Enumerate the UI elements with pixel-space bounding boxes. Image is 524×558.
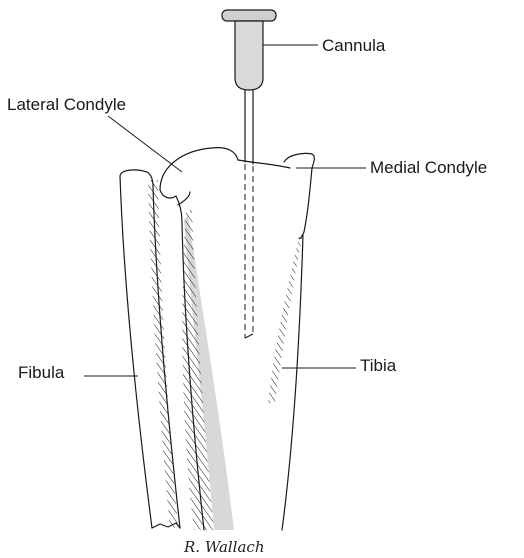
lateral-condyle-label: Lateral Condyle xyxy=(7,95,126,114)
cannula-cap xyxy=(222,10,276,21)
cannula-device xyxy=(222,10,276,338)
medial-hatching xyxy=(262,232,307,407)
fibula-hatching xyxy=(140,175,185,535)
fibula-label: Fibula xyxy=(18,363,65,382)
cannula-hub xyxy=(235,21,263,90)
tibia-bone xyxy=(160,148,314,535)
medial-condyle-label: Medial Condyle xyxy=(370,158,487,177)
tibia-label: Tibia xyxy=(360,356,397,375)
fibula-bone xyxy=(120,170,185,535)
lateral-condyle-leader xyxy=(108,116,182,172)
artist-signature: R. Wallach xyxy=(183,538,265,556)
cannula-label: Cannula xyxy=(322,36,386,55)
